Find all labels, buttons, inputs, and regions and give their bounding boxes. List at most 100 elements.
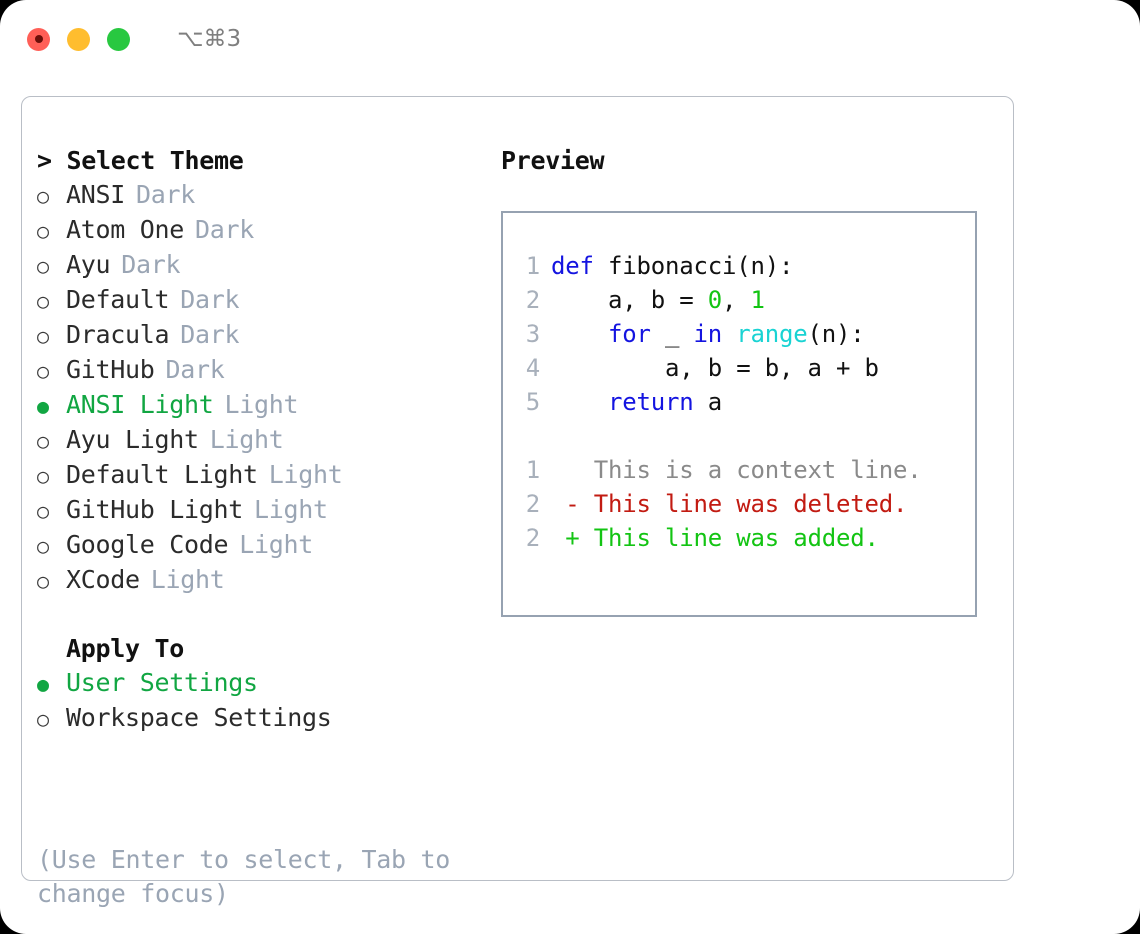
theme-item-label: Ayu Light bbox=[66, 425, 199, 454]
token-kw: return bbox=[608, 388, 694, 416]
radio-unselected-icon: ○ bbox=[37, 429, 49, 453]
token-txt: fibonacci(n): bbox=[593, 252, 794, 280]
radio-unselected-icon: ○ bbox=[37, 569, 49, 593]
theme-item-2[interactable]: ○ Ayu Dark bbox=[37, 248, 497, 283]
radio-unselected-icon: ○ bbox=[37, 464, 49, 488]
theme-item-label: Google Code bbox=[66, 530, 229, 559]
token-ctx: This is a context line. bbox=[551, 456, 922, 484]
theme-item-label: Default bbox=[66, 285, 170, 314]
radio-selected-icon: ● bbox=[37, 672, 49, 696]
token-txt: a bbox=[693, 388, 722, 416]
code-line: 3 for _ in range(n): bbox=[503, 317, 975, 351]
token-del: - This line was deleted. bbox=[551, 490, 908, 518]
minimize-dot[interactable] bbox=[67, 27, 90, 51]
line-number: 5 bbox=[525, 388, 540, 416]
apply-item-label: Workspace Settings bbox=[66, 703, 332, 732]
theme-item-label: ANSI bbox=[66, 180, 126, 209]
diff-line: 2 + This line was added. bbox=[503, 521, 975, 555]
theme-item-label: Ayu bbox=[66, 250, 111, 279]
radio-unselected-icon: ○ bbox=[37, 289, 49, 313]
token-txt bbox=[551, 320, 608, 348]
theme-item-tag: Light bbox=[150, 565, 225, 594]
token-kw: in bbox=[693, 320, 723, 348]
line-number: 1 bbox=[525, 252, 540, 280]
token-kw: for bbox=[608, 320, 651, 348]
token-txt bbox=[722, 320, 736, 348]
line-number: 4 bbox=[525, 354, 540, 382]
diff-line: 2 - This line was deleted. bbox=[503, 487, 975, 521]
code-diff-gap bbox=[503, 419, 975, 453]
section-spacer bbox=[37, 598, 497, 632]
code-line: 4 a, b = b, a + b bbox=[503, 351, 975, 385]
radio-unselected-icon: ○ bbox=[37, 359, 49, 383]
diff-sample: 1 This is a context line.2 - This line w… bbox=[503, 453, 975, 555]
apply-to-header: Apply To bbox=[66, 634, 185, 663]
token-kw: def bbox=[551, 252, 594, 280]
token-add: + This line was added. bbox=[551, 524, 879, 552]
theme-item-tag: Dark bbox=[180, 285, 240, 314]
theme-item-label: GitHub Light bbox=[66, 495, 244, 524]
preview-title: Preview bbox=[501, 146, 605, 175]
radio-unselected-icon: ○ bbox=[37, 219, 49, 243]
code-text: - This line was deleted. bbox=[551, 487, 907, 521]
code-text: def fibonacci(n): bbox=[551, 249, 793, 283]
theme-item-tag: Light bbox=[209, 425, 284, 454]
code-text: return a bbox=[551, 385, 722, 419]
code-text: a, b = b, a + b bbox=[551, 351, 879, 385]
line-number: 2 bbox=[525, 490, 540, 518]
token-txt bbox=[551, 388, 608, 416]
code-text: a, b = 0, 1 bbox=[551, 283, 765, 317]
code-text: for _ in range(n): bbox=[551, 317, 865, 351]
radio-selected-icon: ● bbox=[37, 394, 49, 418]
radio-unselected-icon: ○ bbox=[37, 707, 49, 731]
window-controls bbox=[27, 27, 130, 51]
keyboard-shortcut-label: ⌥⌘3 bbox=[177, 26, 242, 52]
code-text: This is a context line. bbox=[551, 453, 922, 487]
token-txt: a, b = bbox=[551, 286, 708, 314]
theme-item-tag: Light bbox=[268, 460, 343, 489]
token-num: 0 bbox=[707, 286, 722, 314]
keyboard-hint-text: (Use Enter to select, Tab to change focu… bbox=[37, 845, 451, 908]
theme-item-label: ANSI Light bbox=[66, 390, 214, 419]
radio-unselected-icon: ○ bbox=[37, 184, 49, 208]
theme-item-1[interactable]: ○ Atom One Dark bbox=[37, 213, 497, 248]
token-fn: range bbox=[736, 320, 808, 348]
theme-item-label: Atom One bbox=[66, 215, 185, 244]
line-number: 2 bbox=[525, 524, 540, 552]
close-dot[interactable] bbox=[27, 27, 50, 51]
radio-unselected-icon: ○ bbox=[37, 254, 49, 278]
theme-item-3[interactable]: ○ Default Dark bbox=[37, 283, 497, 318]
theme-item-tag: Light bbox=[224, 390, 299, 419]
token-txt: , bbox=[722, 286, 751, 314]
theme-item-tag: Light bbox=[239, 530, 314, 559]
apply-item-0[interactable]: ● User Settings bbox=[37, 666, 497, 701]
radio-unselected-icon: ○ bbox=[37, 499, 49, 523]
zoom-dot[interactable] bbox=[107, 27, 130, 51]
theme-item-tag: Dark bbox=[195, 215, 255, 244]
title-bar: ⌥⌘3 bbox=[0, 0, 1140, 78]
theme-item-tag: Dark bbox=[121, 250, 181, 279]
token-num: 1 bbox=[750, 286, 765, 314]
theme-item-label: Dracula bbox=[66, 320, 170, 349]
line-number: 1 bbox=[525, 456, 540, 484]
diff-line: 1 This is a context line. bbox=[503, 453, 975, 487]
apply-to-list[interactable]: ● User Settings ○ Workspace Settings bbox=[37, 666, 497, 736]
apply-item-1[interactable]: ○ Workspace Settings bbox=[37, 701, 497, 736]
theme-item-6[interactable]: ● ANSI Light Light bbox=[37, 388, 497, 423]
theme-item-7[interactable]: ○ Ayu Light Light bbox=[37, 423, 497, 458]
token-txt: a, b = b, a + b bbox=[551, 354, 879, 382]
apply-item-label: User Settings bbox=[66, 668, 258, 697]
